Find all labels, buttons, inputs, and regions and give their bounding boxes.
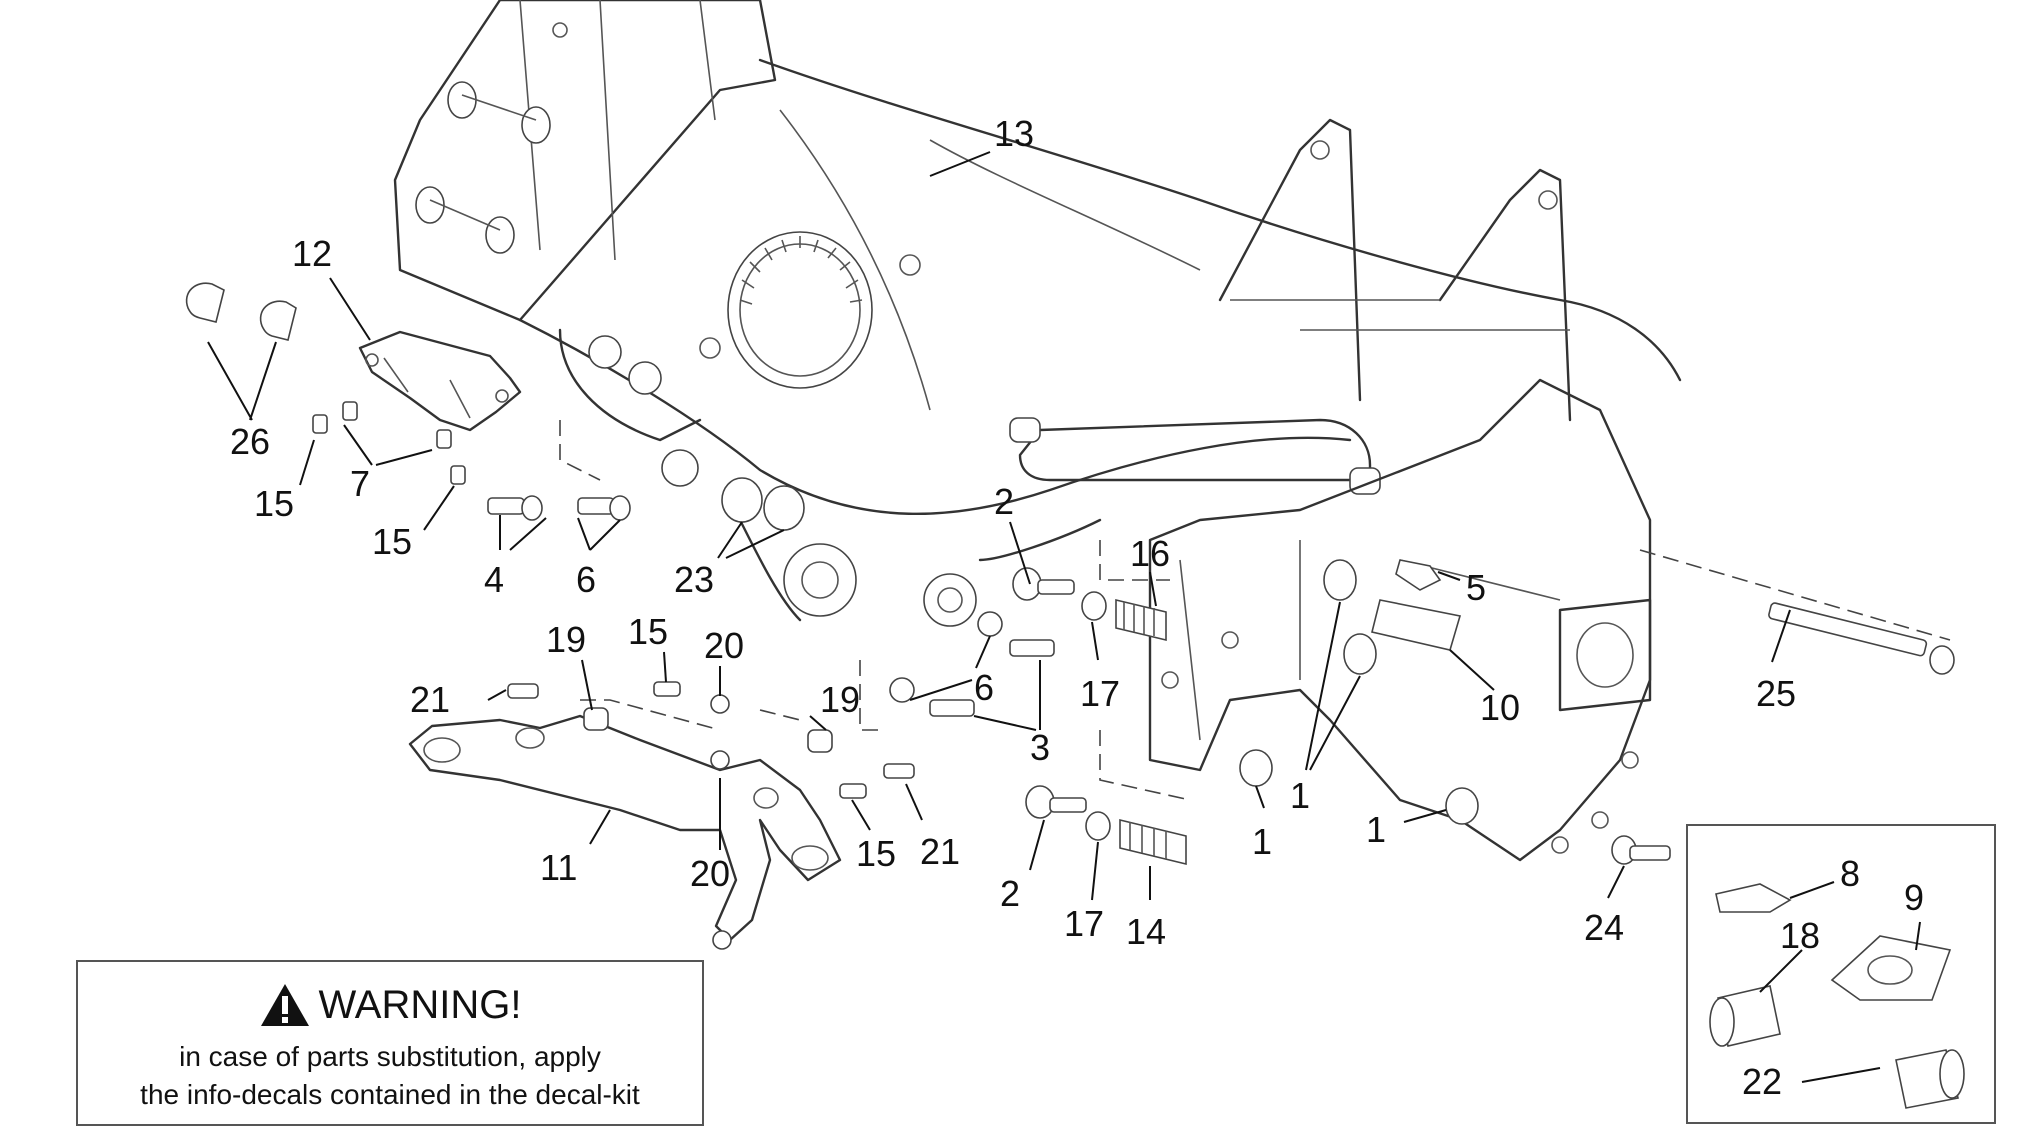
- callout-8: 8: [1840, 853, 1860, 894]
- part-2-bolt-upper: [1012, 567, 1075, 601]
- callout-5: 5: [1466, 567, 1486, 608]
- warning-heading: WARNING!: [78, 982, 702, 1028]
- callout-6: 6: [576, 559, 596, 600]
- leader-lines: [207, 151, 1921, 1083]
- callout-25: 25: [1756, 673, 1796, 714]
- callout-1: 1: [1252, 821, 1272, 862]
- callout-15: 15: [372, 521, 412, 562]
- callout-9: 9: [1904, 877, 1924, 918]
- part-15-screws-left: [312, 401, 466, 485]
- part-4-6-bolts: [487, 495, 631, 521]
- callout-7: 7: [350, 463, 370, 504]
- callout-11: 11: [540, 847, 577, 888]
- frame-round-port: [727, 231, 873, 389]
- callout-3: 3: [1030, 727, 1050, 768]
- frame-lower-bosses: [588, 335, 977, 627]
- callout-12: 12: [292, 233, 332, 274]
- steering-head-bolts: [415, 81, 551, 254]
- callout-17: 17: [1064, 903, 1104, 944]
- part-11-footpeg-bracket: [408, 714, 842, 950]
- callout-10: 10: [1480, 687, 1520, 728]
- callout-17: 17: [1080, 673, 1120, 714]
- warning-text-line-1: in case of parts substitution, apply: [179, 1041, 601, 1072]
- main-frame: [393, 0, 1951, 862]
- part-9-speed-nut: [1830, 935, 1952, 1001]
- part-25-long-bolt: [1768, 602, 1955, 675]
- callout-4: 4: [484, 559, 504, 600]
- callout-19: 19: [820, 679, 860, 720]
- callout-21: 21: [410, 679, 450, 720]
- part-16-spring: [1081, 591, 1167, 642]
- callout-2: 2: [1000, 873, 1020, 914]
- part-2-17-14-lower: [1025, 785, 1187, 866]
- inset-parts-box: [1686, 824, 1996, 1124]
- part-12-bracket: [358, 330, 522, 432]
- callout-18: 18: [1780, 915, 1820, 956]
- callout-22: 22: [1742, 1061, 1782, 1102]
- part-5-and-10: [1323, 559, 1462, 675]
- callout-6: 6: [974, 667, 994, 708]
- callout-20: 20: [704, 625, 744, 666]
- callout-15: 15: [856, 833, 896, 874]
- callout-24: 24: [1584, 907, 1624, 948]
- part-19-20-21-hardware: [507, 681, 915, 799]
- part-26-clips: [185, 282, 297, 341]
- part-22-sleeve: [1895, 1049, 1965, 1109]
- warning-text-line-2: the info-decals contained in the decal-k…: [140, 1079, 640, 1110]
- callout-16: 16: [1130, 533, 1170, 574]
- part-8-clip: [1715, 883, 1792, 913]
- callout-15: 15: [628, 611, 668, 652]
- callout-23: 23: [674, 559, 714, 600]
- callout-20: 20: [690, 853, 730, 894]
- warning-triangle-icon: [260, 984, 309, 1026]
- warning-notice: WARNING! in case of parts substitution, …: [76, 960, 704, 1126]
- callout-1: 1: [1290, 775, 1310, 816]
- warning-title-text: WARNING!: [318, 983, 522, 1027]
- part-18-rivnut: [1709, 985, 1781, 1047]
- callout-13: 13: [994, 113, 1034, 154]
- callout-21: 21: [920, 831, 960, 872]
- callout-numbers: 13 12 26 15 7 15 4 6 23 2 16 5 6 17 10 2…: [230, 113, 1924, 1102]
- part-24-bolt: [1611, 835, 1671, 865]
- callout-2: 2: [994, 481, 1014, 522]
- callout-1: 1: [1366, 809, 1386, 850]
- callout-14: 14: [1126, 911, 1166, 952]
- part-1-nuts: [1239, 749, 1479, 825]
- callout-26: 26: [230, 421, 270, 462]
- callout-19: 19: [546, 619, 586, 660]
- callout-15: 15: [254, 483, 294, 524]
- part-3-bolts: [889, 611, 1055, 717]
